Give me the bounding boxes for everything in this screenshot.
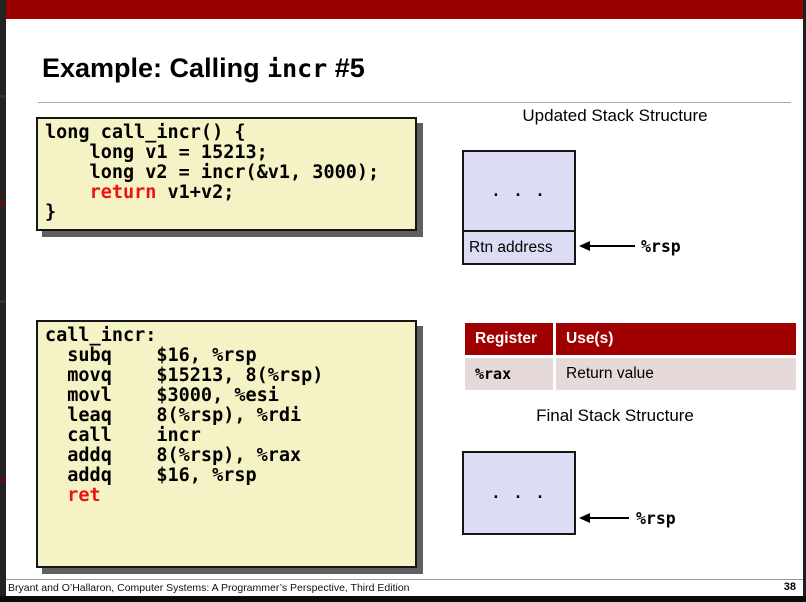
stack-dots-cell: . . . (491, 182, 547, 200)
bottom-black-bar (0, 596, 806, 602)
stack-dots-cell: . . . (491, 484, 547, 502)
strip-noise (0, 300, 6, 303)
title-prefix: Example: Calling (42, 53, 268, 83)
page-number: 38 (783, 581, 796, 593)
strip-noise (0, 95, 6, 98)
title-function-name: incr (267, 54, 328, 83)
rtn-address-cell: Rtn address (464, 230, 574, 263)
right-window-edge-strip (803, 0, 806, 602)
title-underline (38, 102, 791, 103)
left-arrow-icon (579, 241, 590, 251)
strip-mark (0, 201, 6, 206)
left-window-edge-strip (0, 0, 6, 602)
left-arrow-icon (579, 513, 590, 523)
rsp-arrow-line (588, 517, 629, 519)
rax-register-cell: %rax (465, 358, 553, 390)
use-header-cell: Use(s) (556, 323, 796, 355)
rsp-arrow-line (588, 245, 635, 247)
register-header-cell: Register (465, 323, 553, 355)
rsp-label-updated: %rsp (641, 237, 681, 256)
final-stack-box: . . . (462, 451, 576, 535)
updated-stack-box: . . . Rtn address (462, 150, 576, 265)
assembly-code-block: call_incr: subq $16, %rsp movq $15213, 8… (36, 320, 417, 568)
title-suffix: #5 (327, 53, 365, 83)
return-value-cell: Return value (556, 358, 796, 390)
register-use-table: Register Use(s) %rax Return value (465, 323, 796, 390)
footer-citation: Bryant and O’Hallaron, Computer Systems:… (8, 582, 410, 594)
c-code-block: long call_incr() { long v1 = 15213; long… (36, 117, 417, 231)
updated-stack-title: Updated Stack Structure (522, 106, 708, 125)
slide-top-accent-bar (6, 0, 803, 19)
slide-title: Example: Calling incr #5 (42, 48, 365, 88)
strip-mark (0, 478, 6, 483)
footer-divider (6, 579, 803, 580)
rsp-label-final: %rsp (636, 509, 676, 528)
final-stack-title: Final Stack Structure (536, 406, 694, 425)
